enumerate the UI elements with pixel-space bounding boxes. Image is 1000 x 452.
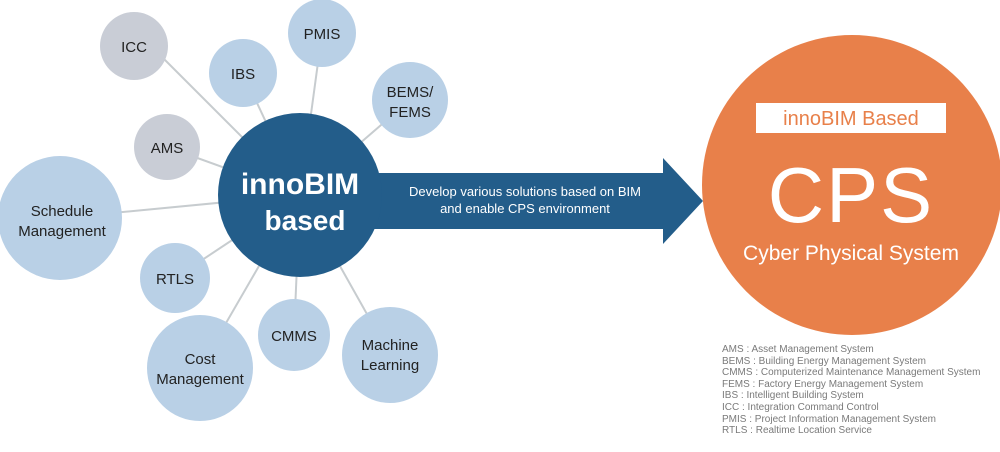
hub-title-bim: BIM xyxy=(304,168,359,201)
hub-circle xyxy=(218,113,382,277)
node-label: Schedule xyxy=(31,203,94,220)
cps-banner-text: innoBIM Based xyxy=(783,108,919,130)
node-label: Machine xyxy=(362,337,419,354)
node-label: IBS xyxy=(231,66,255,83)
node-rtls: RTLS xyxy=(140,243,210,313)
node-circle xyxy=(140,243,210,313)
node-circle xyxy=(288,0,356,67)
node-schedule-management: Schedule Management xyxy=(0,156,122,280)
node-label: ICC xyxy=(121,39,147,56)
node-label: CMMS xyxy=(271,328,317,345)
legend-item: PMIS : Project Information Management Sy… xyxy=(722,413,936,425)
node-machine-learning: Machine Learning xyxy=(342,307,438,403)
hub-title: innoBIM xyxy=(241,168,359,201)
node-bems-fems: BEMS/ FEMS xyxy=(372,62,448,138)
cps: innoBIM Based CPS Cyber Physical System xyxy=(702,35,1000,335)
node-label: FEMS xyxy=(389,104,431,121)
legend-item: CMMS : Computerized Maintenance Manageme… xyxy=(722,367,981,379)
legend-item: BEMS : Building Energy Management System xyxy=(722,355,926,367)
legend-item: AMS : Asset Management System xyxy=(722,344,874,355)
legend-item: IBS : Intelligent Building System xyxy=(722,390,864,402)
legend-item: ICC : Integration Command Control xyxy=(722,401,879,413)
node-cmms: CMMS xyxy=(258,299,330,371)
node-circle xyxy=(147,315,253,421)
cps-subtitle: Cyber Physical System xyxy=(743,242,959,265)
arrow: Develop various solutions based on BIM a… xyxy=(340,158,703,244)
hub-subtitle: based xyxy=(265,205,346,236)
node-label: RTLS xyxy=(156,271,194,288)
node-label: BEMS/ xyxy=(387,84,435,101)
node-circle xyxy=(258,299,330,371)
abbreviation-legend: AMS : Asset Management System BEMS : Bui… xyxy=(722,344,998,437)
cps-title: CPS xyxy=(768,151,934,239)
node-label: AMS xyxy=(151,140,184,157)
node-circle xyxy=(100,12,168,80)
node-label: Management xyxy=(156,371,244,388)
node-circle xyxy=(0,156,122,280)
node-ams: AMS xyxy=(134,114,200,180)
legend-item: FEMS : Factory Energy Management System xyxy=(722,378,924,390)
hub-title-inno: inno xyxy=(241,168,304,201)
arrow-text-line1: Develop various solutions based on BIM xyxy=(409,184,641,199)
node-circle xyxy=(134,114,200,180)
node-icc: ICC xyxy=(100,12,168,80)
node-cost-management: Cost Management xyxy=(147,315,253,421)
node-circle xyxy=(372,62,448,138)
node-label: PMIS xyxy=(304,26,341,43)
node-circle xyxy=(209,39,277,107)
node-circle xyxy=(342,307,438,403)
arrow-shape xyxy=(340,158,703,244)
node-pmis: PMIS xyxy=(288,0,356,67)
node-label: Cost xyxy=(185,351,217,368)
node-label: Management xyxy=(18,223,106,240)
hub: innoBIM based xyxy=(218,113,382,277)
legend-item: RTLS : Realtime Location Service xyxy=(722,425,872,437)
arrow-text-line2: and enable CPS environment xyxy=(440,201,610,216)
cps-banner xyxy=(756,103,946,133)
node-ibs: IBS xyxy=(209,39,277,107)
node-label: Learning xyxy=(361,357,419,374)
